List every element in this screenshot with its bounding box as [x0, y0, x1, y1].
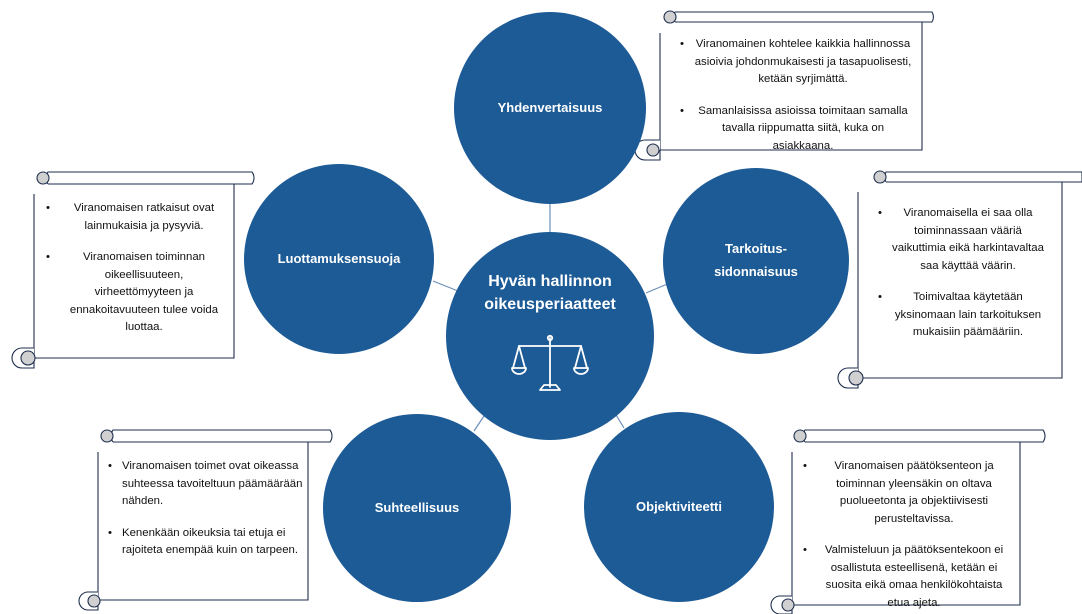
bullet-objektiviteetti-2: Valmisteluun ja päätöksentekoon ei osall… — [803, 542, 1011, 612]
center-title-line2: oikeusperiaatteet — [484, 296, 616, 313]
scales-of-justice-icon — [511, 335, 589, 392]
label-tarkoitussidonnaisuus-line2: sidonnaisuus — [714, 264, 798, 279]
text-suhteellisuus: Viranomaisen toimet ovat oikeassa suhtee… — [108, 458, 304, 560]
connector-luottamuksensuoja — [432, 280, 459, 292]
circle-suhteellisuus: Suhteellisuus — [323, 414, 511, 602]
circle-objektiviteetti: Objektiviteetti — [584, 412, 774, 602]
text-objektiviteetti: Viranomaisen päätöksenteon ja toiminnan … — [803, 458, 1011, 612]
circle-luottamuksensuoja: Luottamuksensuoja — [244, 164, 434, 354]
circle-yhdenvertaisuus: Yhdenvertaisuus — [454, 12, 646, 204]
bullet-luottamuksensuoja-2: Viranomaisen toiminnan oikeellisuuteen, … — [46, 249, 228, 337]
circle-tarkoitussidonnaisuus: Tarkoitus- sidonnaisuus — [663, 168, 849, 354]
bullet-yhdenvertaisuus-2: Samanlaisissa asioissa toimitaan samalla… — [680, 103, 912, 156]
label-suhteellisuus: Suhteellisuus — [374, 499, 460, 515]
text-tarkoitussidonnaisuus: Viranomaisella ei saa olla toiminnassaan… — [878, 205, 1044, 342]
label-luottamuksensuoja: Luottamuksensuoja — [277, 250, 401, 266]
bullet-suhteellisuus-2: Kenenkään oikeuksia tai etuja ei rajoite… — [108, 525, 304, 560]
center-circle: Hyvän hallinnon oikeusperiaatteet — [446, 232, 654, 440]
bullet-tarkoitussidonnaisuus-1: Viranomaisella ei saa olla toiminnassaan… — [878, 205, 1044, 275]
label-objektiviteetti: Objektiviteetti — [636, 498, 722, 514]
label-tarkoitussidonnaisuus-line1: Tarkoitus- — [725, 241, 787, 257]
bullet-luottamuksensuoja-1: Viranomaisen ratkaisut ovat lainmukaisia… — [46, 200, 228, 235]
bullet-tarkoitussidonnaisuus-2: Toimivaltaa käytetään yksinomaan lain ta… — [878, 289, 1044, 342]
text-luottamuksensuoja: Viranomaisen ratkaisut ovat lainmukaisia… — [46, 200, 228, 337]
bullet-objektiviteetti-1: Viranomaisen päätöksenteon ja toiminnan … — [803, 458, 1011, 528]
bullet-yhdenvertaisuus-1: Viranomainen kohtelee kaikkia hallinnoss… — [680, 36, 912, 89]
center-title-line1: Hyvän hallinnon — [488, 272, 612, 290]
label-yhdenvertaisuus: Yhdenvertaisuus — [497, 99, 603, 115]
bullet-suhteellisuus-1: Viranomaisen toimet ovat oikeassa suhtee… — [108, 458, 304, 511]
text-yhdenvertaisuus: Viranomainen kohtelee kaikkia hallinnoss… — [680, 36, 912, 155]
